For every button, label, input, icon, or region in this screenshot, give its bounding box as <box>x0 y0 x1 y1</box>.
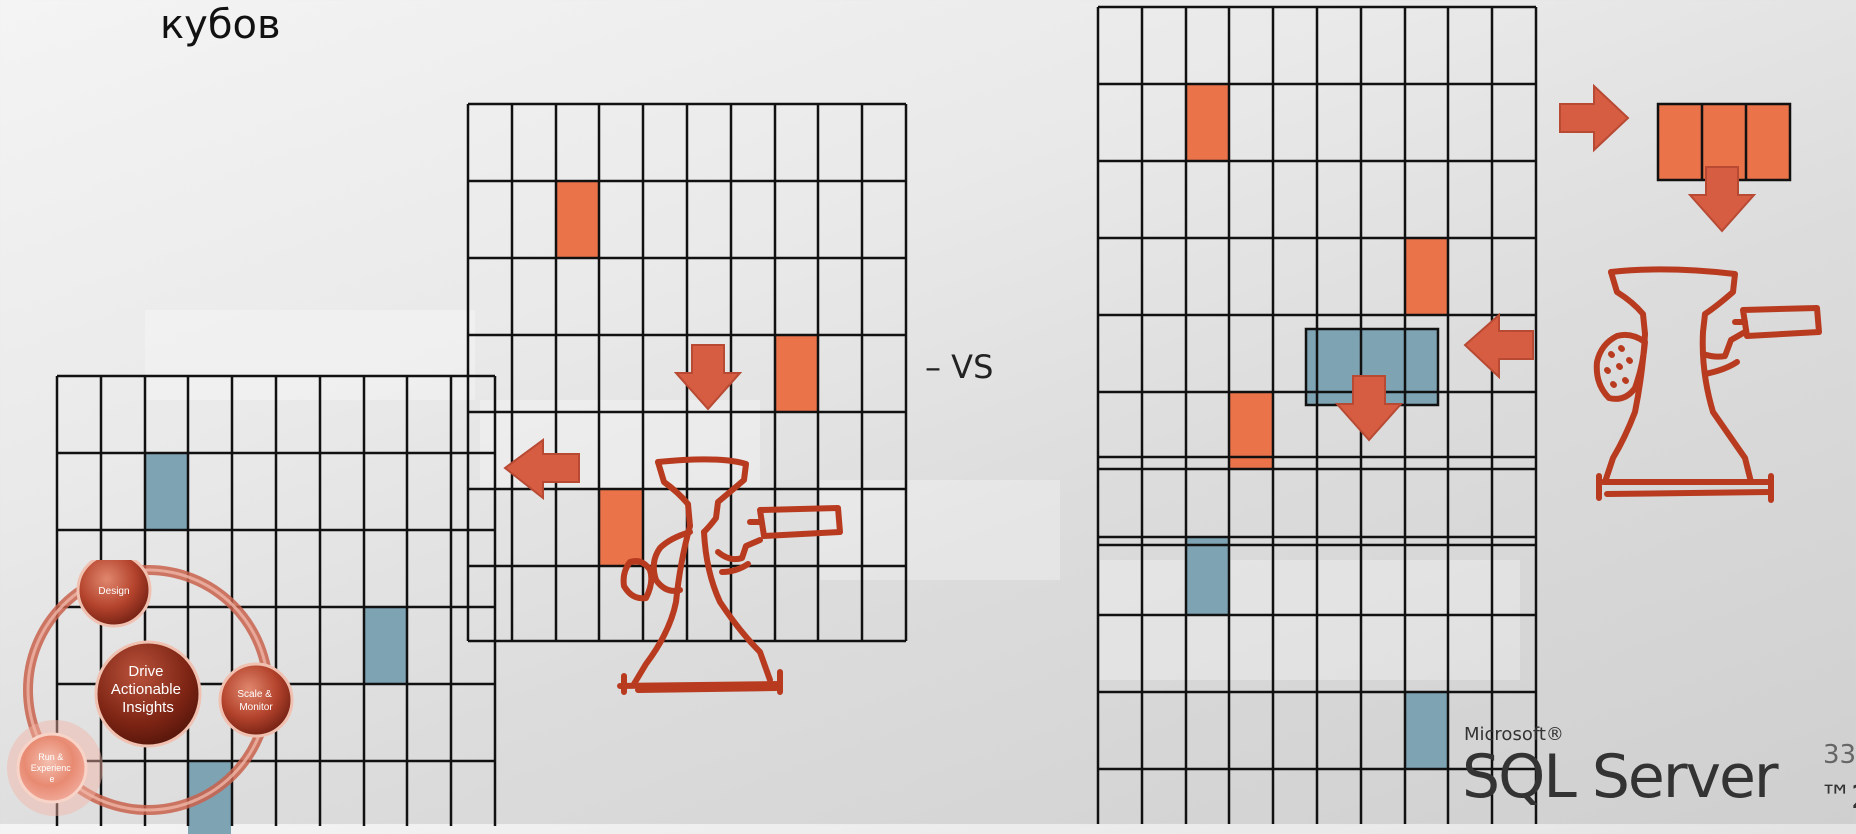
page-number: 33 <box>1823 740 1856 770</box>
slide-title: кубов <box>160 2 281 48</box>
blue-cell <box>364 607 407 684</box>
highlight-cell <box>1405 238 1448 315</box>
blue-cell <box>1405 692 1448 769</box>
blue-cell <box>145 453 188 530</box>
meat-grinder-icon <box>610 452 850 706</box>
arrow-down-icon <box>674 343 744 417</box>
arrow-down-icon <box>1688 165 1758 239</box>
highlight-cell <box>1186 84 1229 161</box>
arrow-left-icon <box>1463 313 1535 383</box>
arrow-left-icon <box>503 438 581 504</box>
blue-cell <box>1186 537 1229 614</box>
cube-grid-right <box>1098 7 1538 824</box>
arrow-right-icon <box>1558 84 1630 158</box>
svg-text:Design: Design <box>98 586 129 597</box>
highlight-cell <box>556 181 599 258</box>
lifecycle-diagram: Drive Actionable Insights Design Scale &… <box>0 560 310 834</box>
vs-label: – VS <box>925 348 993 386</box>
scale-node <box>220 664 292 736</box>
highlight-cell <box>775 335 818 412</box>
meat-grinder-icon <box>1585 262 1825 516</box>
brand-year: ™2008 <box>1820 778 1856 816</box>
brand-product: SQL Server <box>1462 742 1777 812</box>
arrow-down-icon <box>1335 374 1405 448</box>
